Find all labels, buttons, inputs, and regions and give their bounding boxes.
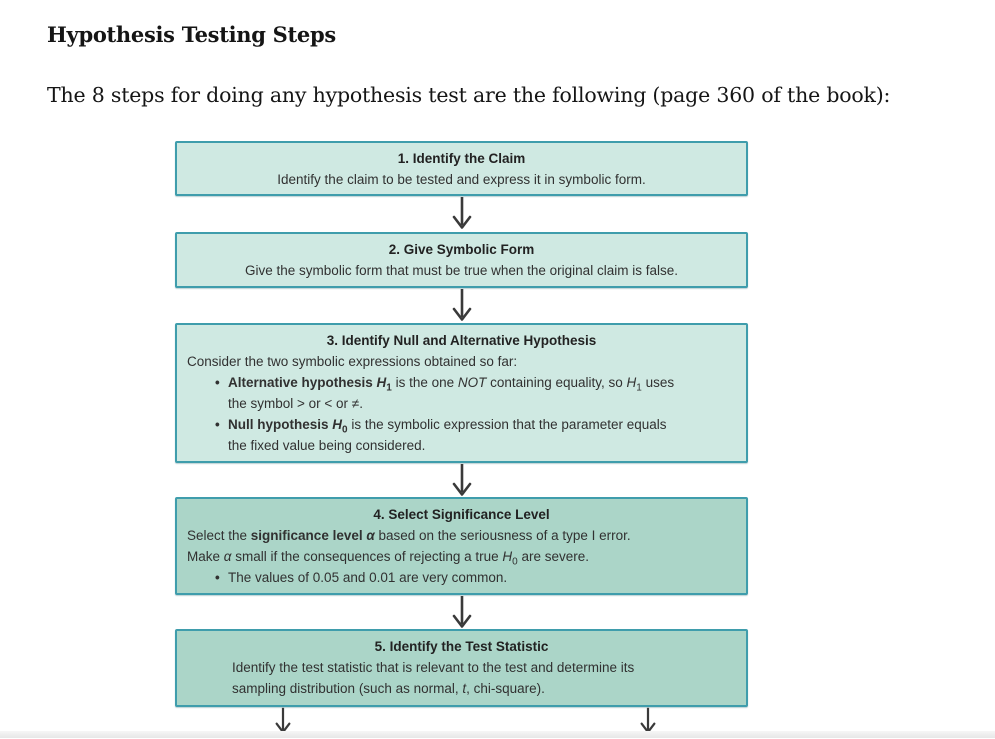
step-body: Identify the test statistic that is rele…: [232, 660, 635, 696]
page-title: Hypothesis Testing Steps: [47, 22, 336, 47]
connector: [175, 196, 748, 232]
step-title: 3. Identify Null and Alternative Hypothe…: [326, 333, 597, 348]
step-bullet: Null hypothesis H0 is the symbolic expre…: [185, 414, 738, 456]
step-bullet: Alternative hypothesis H1 is the one NOT…: [185, 372, 738, 414]
step-body: Identify the claim to be tested and expr…: [277, 172, 646, 187]
next-row-cutoff-band: [0, 731, 995, 738]
step-title: 4. Select Significance Level: [373, 507, 550, 522]
step-body-line: Consider the two symbolic expressions ob…: [187, 354, 518, 369]
down-arrow-icon: [450, 463, 474, 502]
connector: [175, 595, 748, 629]
hypothesis-flowchart: 1. Identify the Claim Identify the claim…: [175, 141, 748, 738]
step-body-line: Select the significance level α based on…: [187, 528, 631, 543]
down-arrow-icon: [450, 288, 474, 327]
intro-text: The 8 steps for doing any hypothesis tes…: [47, 83, 891, 107]
step-title: 5. Identify the Test Statistic: [374, 639, 549, 654]
flow-step-3: 3. Identify Null and Alternative Hypothe…: [175, 323, 748, 463]
connector: [175, 288, 748, 323]
connector: [175, 463, 748, 497]
down-arrow-icon: [450, 595, 474, 634]
flow-step-4: 4. Select Significance Level Select the …: [175, 497, 748, 595]
flow-step-2: 2. Give Symbolic Form Give the symbolic …: [175, 232, 748, 288]
step-title: 2. Give Symbolic Form: [388, 242, 535, 257]
flow-step-5: 5. Identify the Test Statistic Identify …: [175, 629, 748, 707]
step-body-line: Make α small if the consequences of reje…: [187, 549, 589, 568]
step-title: 1. Identify the Claim: [397, 151, 526, 166]
step-bullet: The values of 0.05 and 0.01 are very com…: [185, 567, 738, 588]
flow-step-1: 1. Identify the Claim Identify the claim…: [175, 141, 748, 196]
step-body: Give the symbolic form that must be true…: [245, 263, 678, 278]
down-arrow-icon: [450, 196, 474, 235]
